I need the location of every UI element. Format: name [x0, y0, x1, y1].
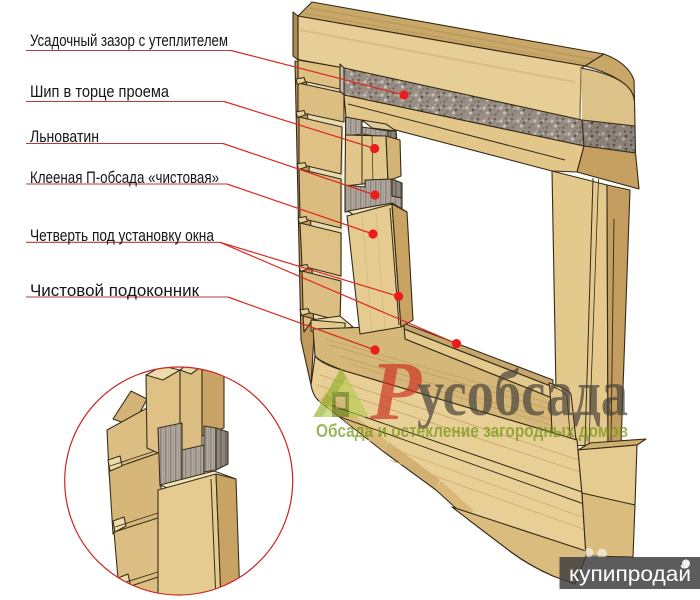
svg-text:Чистовой подоконник: Чистовой подоконник — [30, 281, 200, 300]
svg-text:Клееная П-обсада «чистовая»: Клееная П-обсада «чистовая» — [30, 168, 219, 187]
svg-text:купипродай: купипродай — [569, 562, 691, 586]
svg-text:Усадочный зазор с утеплителем: Усадочный зазор с утеплителем — [30, 31, 228, 50]
svg-text:Обсада и остекление загородных: Обсада и остекление загородных домов — [316, 421, 628, 441]
svg-text:Р: Р — [369, 345, 422, 438]
svg-text:усобсада: усобсада — [417, 357, 628, 430]
svg-text:Льноватин: Льноватин — [30, 127, 99, 146]
svg-text:Шип в торце проема: Шип в торце проема — [30, 82, 169, 101]
svg-text:Четверть под установку окна: Четверть под установку окна — [30, 226, 214, 245]
